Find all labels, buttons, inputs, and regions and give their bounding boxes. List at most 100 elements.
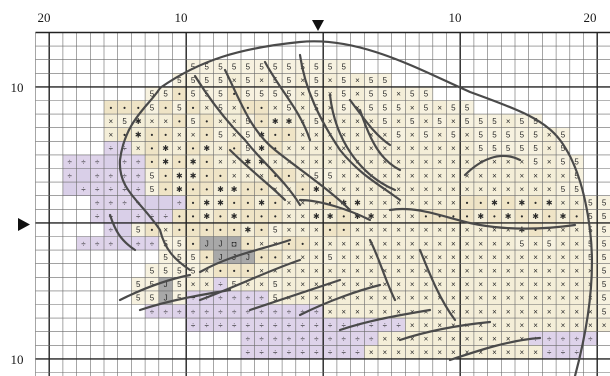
stitch-cell-divide (268, 304, 283, 319)
stitch-symbol-cross: × (328, 280, 333, 289)
stitch-symbol-cross: × (465, 144, 470, 153)
stitch-cell-divide (254, 318, 269, 332)
stitch-symbol-cross: × (369, 267, 374, 276)
stitch-symbol-sun: ✱ (505, 212, 512, 221)
stitch-symbol-cross: × (383, 267, 388, 276)
stitch-symbol-five: 5 (150, 294, 155, 303)
stitch-symbol-bullet: • (548, 212, 551, 221)
stitch-cell-cross (145, 114, 159, 128)
stitch-symbol-cross: × (300, 131, 305, 140)
stitch-symbol-cross: × (232, 171, 237, 180)
stitch-symbol-cross: × (437, 348, 442, 357)
stitch-cell-bullet (172, 114, 187, 128)
stitch-symbol-cross: × (383, 144, 388, 153)
backstitch-line-20 (418, 248, 457, 322)
stitch-cell-bullet (158, 127, 173, 142)
stitch-cell-bullet (473, 195, 488, 210)
stitch-symbol-cross: × (561, 321, 566, 330)
stitch-cell-five (446, 127, 461, 142)
stitch-cell-cross (501, 263, 515, 278)
stitch-symbol-cross: × (437, 253, 442, 262)
stitch-symbol-five: 5 (342, 90, 347, 99)
stitch-symbol-five: 5 (602, 253, 607, 262)
stitch-symbol-sun: ✱ (244, 226, 251, 235)
stitch-cell-cross (419, 345, 433, 359)
stitch-symbol-cross: × (465, 226, 470, 235)
stitch-cell-cross (473, 250, 488, 264)
stitch-cell-divide (254, 331, 269, 346)
stitch-symbol-cross: × (451, 335, 456, 344)
stitch-cell-divide (172, 195, 187, 210)
stitch-symbol-sun: ✱ (162, 144, 169, 153)
stitch-cell-cross (391, 114, 406, 128)
stitch-cell-cross (295, 86, 310, 101)
stitch-cell-cross (460, 141, 474, 155)
stitch-symbol-sun: ✱ (272, 117, 279, 126)
stitch-cell-cross (569, 263, 584, 278)
stitch-cell-cross (350, 250, 365, 264)
stitch-cell-cross (254, 73, 269, 87)
stitch-cell-cross (432, 154, 447, 169)
stitch-symbol-divide: ÷ (259, 335, 264, 344)
stitch-cell-cross (460, 168, 474, 183)
stitch-cell-cross (350, 127, 365, 142)
stitch-cell-divide (186, 318, 200, 332)
stitch-cell-cross (391, 345, 406, 359)
stitch-cell-sun (254, 195, 269, 210)
stitch-symbol-cross: × (383, 212, 388, 221)
stitch-symbol-cross: × (574, 267, 579, 276)
stitch-symbol-cross: × (547, 185, 552, 194)
stitch-symbol-cross: × (410, 239, 415, 248)
stitch-symbol-cross: × (287, 280, 292, 289)
stitch-symbol-cross: × (259, 280, 264, 289)
stitch-symbol-cross: × (451, 171, 456, 180)
stitch-cell-five (131, 222, 146, 237)
stitch-cell-bullet (268, 250, 283, 264)
stitch-symbol-bullet: • (246, 239, 249, 248)
stitch-symbol-cross: × (437, 335, 442, 344)
stitch-cell-bullet (336, 209, 351, 223)
stitch-symbol-cross: × (437, 226, 442, 235)
stitch-cell-five (336, 73, 351, 87)
stitch-symbol-cross: × (410, 158, 415, 167)
stitch-symbol-cross: × (520, 321, 525, 330)
stitch-cell-five (268, 222, 283, 237)
stitch-cell-five (323, 250, 337, 264)
stitch-cell-cross (405, 277, 420, 291)
stitch-cell-divide (186, 290, 200, 305)
stitch-cell-sun (227, 182, 241, 196)
stitch-symbol-cross: × (410, 307, 415, 316)
stitch-symbol-cross: × (437, 267, 442, 276)
stitch-symbol-bullet: • (246, 267, 249, 276)
stitch-symbol-cross: × (561, 294, 566, 303)
stitch-symbol-cross: × (451, 253, 456, 262)
stitch-symbol-bullet: • (233, 199, 236, 208)
stitch-cell-cross (432, 100, 447, 115)
stitch-symbol-bullet: • (301, 239, 304, 248)
stitch-cell-sun (309, 209, 324, 223)
stitch-cell-bullet (172, 86, 187, 101)
stitch-cell-cross (405, 100, 420, 115)
stitch-symbol-cross: × (410, 103, 415, 112)
stitch-cell-cross (501, 345, 515, 359)
stitch-cell-cross (391, 154, 406, 169)
stitch-cell-bullet (186, 222, 200, 237)
stitch-symbol-divide: ÷ (588, 335, 593, 344)
stitch-symbol-cross: × (533, 348, 538, 357)
stitch-symbol-five: 5 (150, 171, 155, 180)
stitch-symbol-cross: × (410, 294, 415, 303)
stitch-cell-cross (432, 250, 447, 264)
stitch-symbol-five: 5 (547, 239, 552, 248)
backstitch-line-5 (298, 53, 402, 202)
stitch-symbol-cross: × (410, 144, 415, 153)
stitch-cell-cross (460, 277, 474, 291)
stitch-cell-five (460, 114, 474, 128)
stitch-symbol-sun: ✱ (354, 212, 361, 221)
top-center-marker-icon (312, 20, 324, 31)
stitch-symbol-cross: × (109, 131, 114, 140)
stitch-cell-cross (364, 345, 378, 359)
stitch-cell-cross (391, 222, 406, 237)
stitch-cell-cross (473, 331, 488, 346)
stitch-cell-cross (487, 182, 502, 196)
stitch-symbol-bullet: • (192, 212, 195, 221)
